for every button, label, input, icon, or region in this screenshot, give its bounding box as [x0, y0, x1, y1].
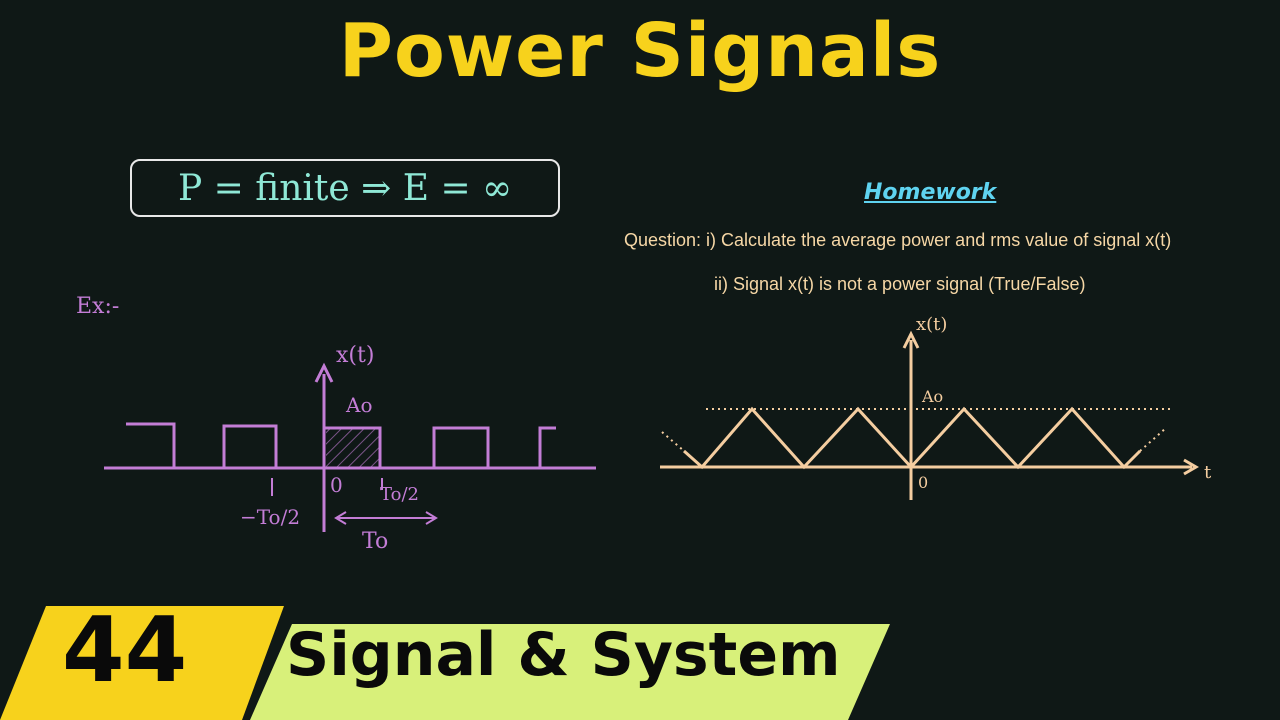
- example-label: Ex:-: [76, 294, 120, 319]
- period-arrow-right-head: [425, 511, 438, 525]
- square-wave-y-arrow: [314, 362, 334, 383]
- square-wave-y-label: x(t): [336, 343, 374, 368]
- triangle-wave-signal: [683, 406, 1142, 470]
- homework-heading: Homework: [864, 180, 997, 205]
- triangle-wave-diagram: x(t) t Ao 0: [660, 314, 1212, 500]
- series-name: Signal & System: [286, 620, 841, 690]
- pos-half-period-label: To/2: [380, 484, 419, 505]
- square-wave-diagram: x(t) Ao 0 −To/2 To/2 To: [104, 343, 596, 554]
- question-1: Question: i) Calculate the average power…: [624, 230, 1172, 250]
- triangle-wave-origin-label: 0: [918, 473, 928, 492]
- bottom-banner: [0, 606, 890, 720]
- period-label: To: [362, 529, 388, 554]
- episode-number: 44: [62, 598, 188, 703]
- triangle-wave-right-continuation: [1139, 427, 1167, 452]
- triangle-wave-x-arrow: [1183, 458, 1199, 476]
- triangle-wave-x-label: t: [1204, 462, 1212, 483]
- period-arrow-left-head: [334, 511, 347, 525]
- episode-badge-bg: [0, 606, 284, 720]
- square-wave-amplitude-label: Ao: [345, 393, 372, 417]
- formula-box: P = finite ⇒ E = ∞: [130, 159, 560, 217]
- triangle-wave-y-label: x(t): [916, 314, 947, 335]
- triangle-wave-left-continuation: [661, 431, 685, 452]
- formula-text: P = finite ⇒ E = ∞: [177, 167, 513, 209]
- page-title: Power Signals: [338, 8, 942, 94]
- question-2: ii) Signal x(t) is not a power signal (T…: [714, 274, 1086, 294]
- neg-half-period-label: −To/2: [240, 505, 300, 529]
- series-badge-bg: [250, 624, 890, 720]
- square-wave-origin-label: 0: [330, 473, 343, 497]
- triangle-wave-y-arrow: [902, 330, 920, 349]
- hatched-pulse-area: [326, 428, 380, 468]
- square-wave-signal: [126, 422, 556, 470]
- triangle-wave-amplitude-label: Ao: [921, 387, 943, 406]
